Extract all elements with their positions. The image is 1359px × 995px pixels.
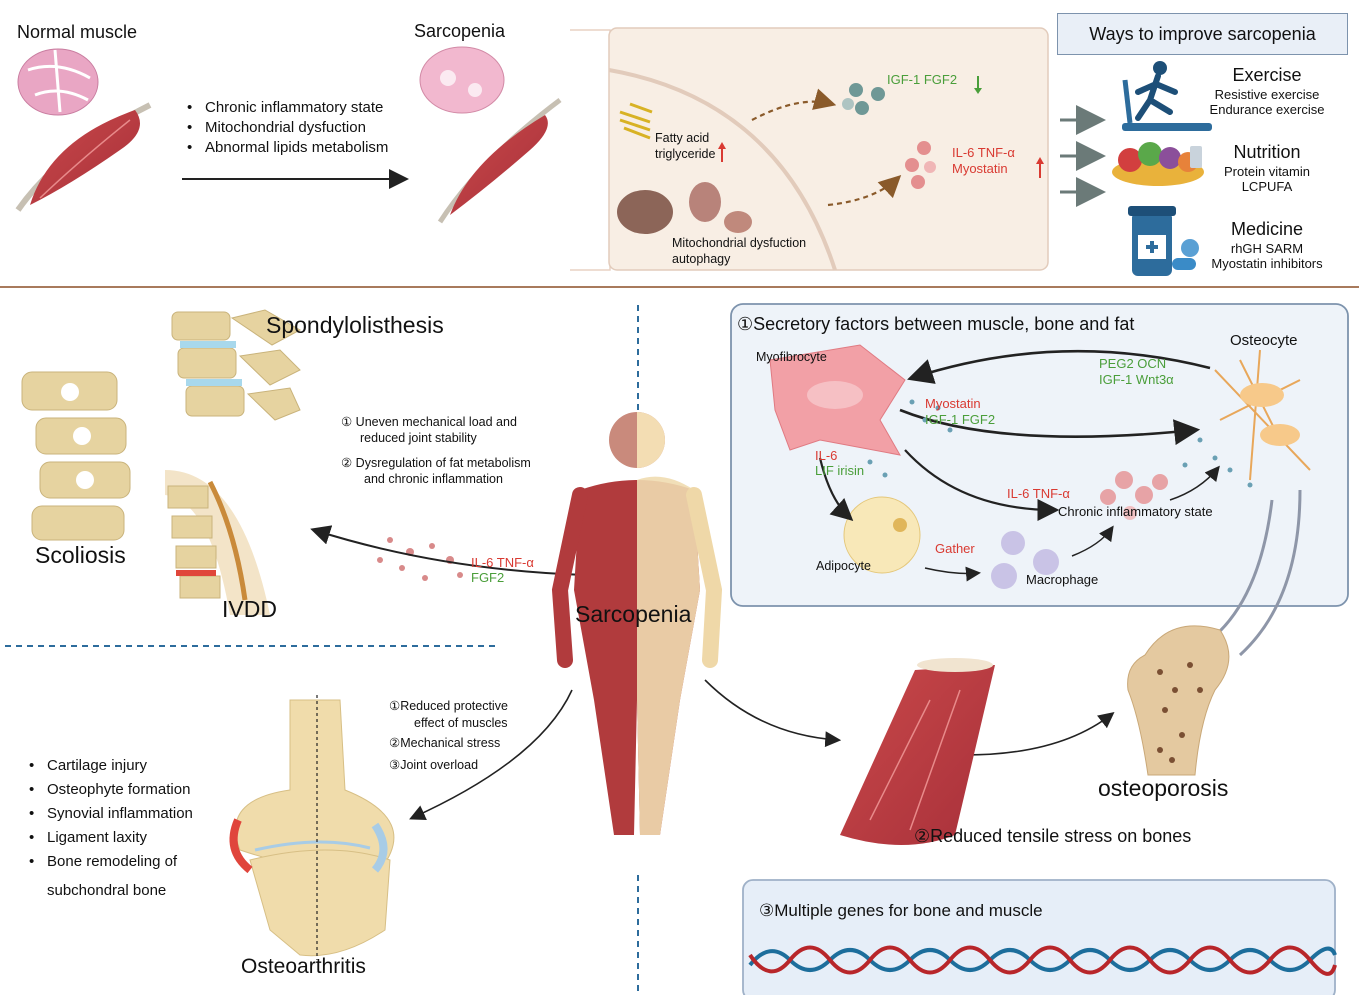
spine-factor-red: IL-6 TNF-α [471, 555, 534, 570]
way-detail: Myostatin inhibitors [1211, 256, 1323, 272]
effect-arrow [409, 689, 573, 821]
autophagy-label: autophagy [672, 252, 731, 266]
oa-bullet: Ligament laxity [26, 829, 193, 846]
gather-label: Gather [935, 541, 975, 556]
secretory-panel [730, 303, 1349, 607]
food-bowl-icon [1112, 142, 1204, 186]
secretory-title: ①Secretory factors between muscle, bone … [737, 314, 1135, 334]
way-detail: rhGH SARM [1230, 240, 1304, 256]
nutrition-block: Nutrition Protein vitamin LCPUFA [1182, 142, 1352, 195]
cause-item: Chronic inflammatory state [184, 99, 388, 116]
inflammatory-factor-dots [377, 537, 463, 581]
normal-muscle-illustration [15, 48, 152, 212]
scoliosis-spine-illustration [21, 371, 131, 541]
medicine-bottle-icon [1128, 206, 1199, 276]
spine-reason-1: ① Uneven mechanical load and [341, 415, 517, 429]
myofibrocyte-label: Myofibrocyte [756, 350, 827, 364]
way-heading: Nutrition [1233, 142, 1301, 162]
oa-bullet: Bone remodeling of [26, 853, 193, 870]
myostatin-label: Myostatin [952, 161, 1008, 176]
exercise-block: Exercise Resistive exercise Endurance ex… [1182, 65, 1352, 118]
triglyceride-label: triglyceride [655, 147, 716, 161]
knee-joint-illustration [229, 695, 395, 960]
effect-arrow [964, 712, 1115, 756]
human-body-figure [551, 412, 723, 835]
way-detail: Protein vitamin [1224, 163, 1310, 179]
mechanism-panel [570, 27, 1049, 271]
spondylolisthesis-spine-illustration [171, 309, 302, 421]
tensile-stress-label: ②Reduced tensile stress on bones [914, 826, 1192, 846]
osteoporosis-label: osteoporosis [1098, 775, 1229, 801]
causes-list: Chronic inflammatory state Mitochondrial… [184, 99, 388, 156]
ways-title-box: Ways to improve sarcopenia [1057, 13, 1348, 55]
medicine-block: Medicine rhGH SARM Myostatin inhibitors [1182, 219, 1352, 272]
oa-reason-1b: effect of muscles [414, 716, 508, 730]
myostatin-factor: Myostatin [925, 396, 981, 411]
spine-reason-1b: reduced joint stability [360, 431, 477, 445]
oa-reason-2: ②Mechanical stress [389, 736, 501, 750]
oa-bullet: Osteophyte formation [26, 781, 193, 798]
chronic-inflammation-label: Chronic inflammatory state [1058, 504, 1213, 519]
il6-tnf-factor: IL-6 TNF-α [1007, 486, 1070, 501]
connector-line [1238, 489, 1302, 657]
ivdd-label: IVDD [222, 596, 277, 622]
way-heading: Exercise [1232, 65, 1302, 85]
bone-factors-2: IGF-1 Wnt3α [1099, 372, 1174, 387]
way-detail: LCPUFA [1241, 179, 1293, 195]
scoliosis-label: Scoliosis [35, 542, 126, 568]
igf-fgf-factor: IGF-1 FGF2 [925, 412, 996, 427]
oa-bullet: Synovial inflammation [26, 805, 193, 822]
normal-muscle-label: Normal muscle [17, 22, 138, 42]
cause-item: Abnormal lipids metabolism [184, 139, 388, 156]
oa-bullet: Cartilage injury [26, 757, 193, 774]
osteoarthritis-label: Osteoarthritis [241, 955, 366, 978]
femur-bone-illustration [1127, 625, 1230, 776]
effect-arrow [310, 525, 586, 576]
ivdd-spine-illustration [165, 470, 270, 615]
way-detail: Resistive exercise [1214, 86, 1320, 102]
osteocyte-label: Osteocyte [1230, 332, 1298, 349]
il6-factor: IL-6 [815, 448, 838, 463]
oa-bullet-continuation: subchondral bone [47, 882, 167, 899]
bone-factors-1: PEG2 OCN [1099, 356, 1167, 371]
treadmill-runner-icon [1122, 61, 1212, 131]
macrophage-label: Macrophage [1026, 572, 1099, 587]
way-heading: Medicine [1230, 219, 1304, 239]
adipocyte-label: Adipocyte [816, 559, 871, 573]
genes-panel [742, 879, 1337, 995]
oa-bullets-list: Cartilage injury Osteophyte formation Sy… [26, 757, 193, 870]
spine-reason-2: ② Dysregulation of fat metabolism [341, 456, 531, 470]
spine-factor-green: FGF2 [471, 570, 505, 585]
thigh-muscle-illustration [840, 658, 995, 845]
igf-fgf-label: IGF-1 FGF2 [887, 72, 958, 87]
genes-label: ③Multiple genes for bone and muscle [759, 901, 1043, 920]
il6-tnf-label: IL-6 TNF-α [952, 145, 1015, 160]
fatty-acid-label: Fatty acid [655, 131, 710, 145]
effect-arrow [704, 679, 842, 748]
spine-reason-2b: and chronic inflammation [364, 472, 503, 486]
oa-reason-3: ③Joint overload [389, 758, 479, 772]
sarcopenia-muscle-illustration [419, 46, 562, 224]
cause-item: Mitochondrial dysfuction [184, 119, 388, 136]
mitochondria-label: Mitochondrial dysfuction [672, 236, 807, 250]
center-sarcopenia-label: Sarcopenia [575, 601, 692, 627]
lif-irisin-factor: LIF irisin [815, 463, 865, 478]
spondylolisthesis-label: Spondylolisthesis [266, 312, 444, 338]
sarcopenia-label: Sarcopenia [414, 21, 506, 41]
way-detail: Endurance exercise [1209, 102, 1325, 118]
connector-line [1209, 499, 1274, 642]
oa-reason-1: ①Reduced protective [389, 699, 508, 713]
